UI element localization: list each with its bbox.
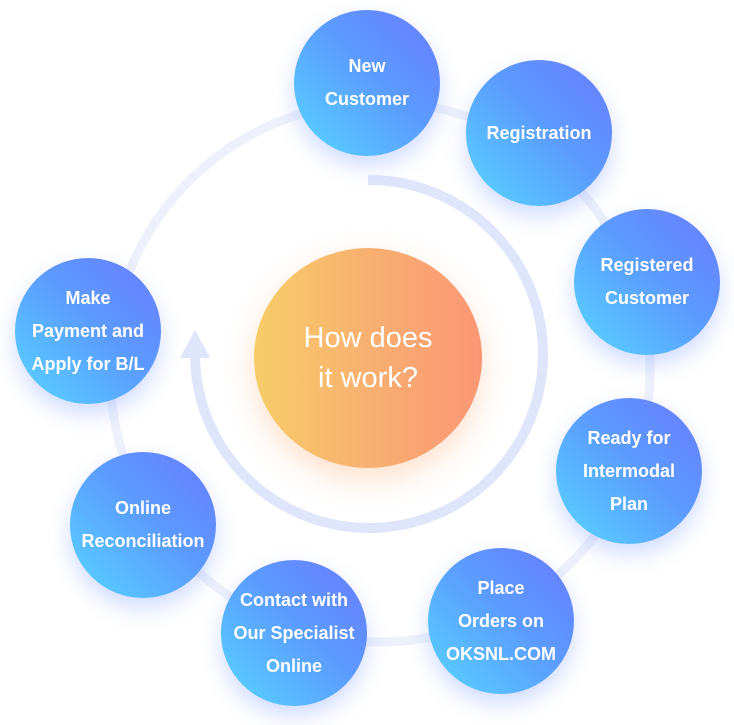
step-label-line: Place xyxy=(477,577,525,598)
step-label-line: New xyxy=(348,56,386,76)
step-label-line: Online xyxy=(114,498,171,518)
cycle-arrow-head xyxy=(180,330,210,358)
step-label-line: Orders on xyxy=(457,610,545,631)
step-online-reconciliation: Online Reconciliation xyxy=(70,452,216,598)
step-registered-customer: Registered Customer xyxy=(574,209,720,355)
cycle-arrow xyxy=(190,174,548,533)
step-label-line: Registered xyxy=(600,255,694,275)
step-label-line: Plan xyxy=(609,493,648,514)
step-label-line: Customer xyxy=(604,288,689,308)
step-label-line: Customer xyxy=(324,89,409,109)
step-label-line: Reconciliation xyxy=(81,531,205,551)
step-place-orders: Place Orders on OKSNL.COM xyxy=(428,548,574,694)
center-text-line: How does xyxy=(303,322,433,354)
step-label-line: Intermodal xyxy=(582,460,675,481)
center-text-line: it work? xyxy=(318,362,418,394)
center-circle: How does it work? xyxy=(254,248,482,468)
step-contact-specialist: Contact with Our Specialist Online xyxy=(221,560,367,706)
step-label-line: Our Specialist xyxy=(233,622,355,643)
step-registration: Registration xyxy=(466,60,612,206)
step-label-line: OKSNL.COM xyxy=(446,643,556,664)
step-ready-for-intermodal-plan: Ready for Intermodal Plan xyxy=(556,398,702,544)
step-label-line: Online xyxy=(265,655,322,676)
step-label-line: Ready for xyxy=(587,427,671,448)
step-label-line: Apply for B/L xyxy=(31,353,145,374)
step-make-payment: Make Payment and Apply for B/L xyxy=(15,258,161,404)
step-label-line: Make xyxy=(65,287,111,308)
step-label-line: Registration xyxy=(486,122,592,143)
step-label-line: Payment and xyxy=(31,320,145,341)
step-label-line: Contact with xyxy=(239,589,348,610)
step-new-customer: New Customer xyxy=(294,10,440,156)
